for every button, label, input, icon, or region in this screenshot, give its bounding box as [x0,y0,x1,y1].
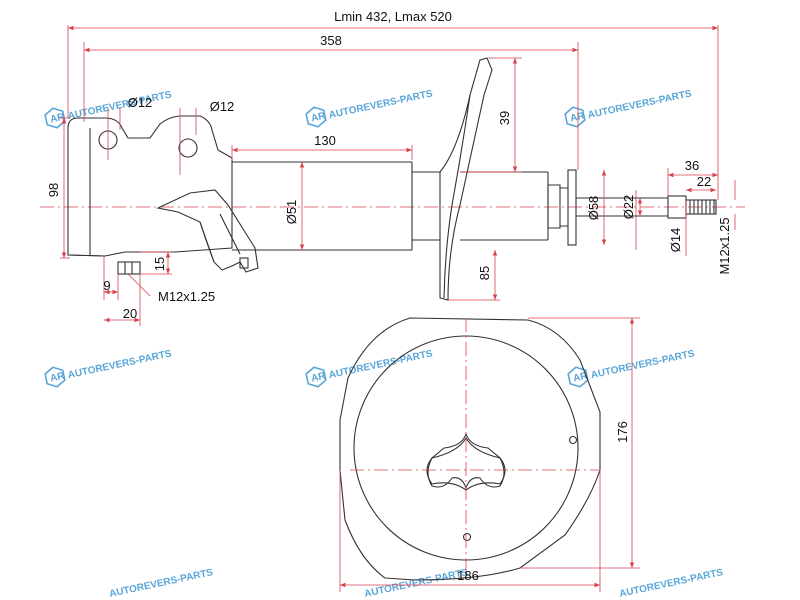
label-hole-2: Ø12 [210,99,235,114]
plate-stud-hole-2 [462,532,472,542]
label-overall-length: Lmin 432, Lmax 520 [334,9,452,24]
watermark-logo-icon [44,107,66,129]
strut-side-view [67,57,717,301]
watermark-9: AUTOREVERS-PARTS [618,567,724,600]
hose-clip-bracket [156,189,259,273]
top-plate-dimensions [339,317,640,592]
watermark-text: AUTOREVERS-PARTS [108,567,214,600]
label-hole-1: Ø12 [128,95,153,110]
dimension-labels: Lmin 432, Lmax 520 358 130 Ø12 Ø12 98 Ø5… [46,9,732,583]
watermark-logo-text: AR [49,370,66,384]
side-view-dimensions [60,25,736,326]
watermark-text: AUTOREVERS-PARTS [67,348,173,381]
watermark-logo-icon [564,106,586,128]
watermark-text: AUTOREVERS-PARTS [363,567,469,600]
top-cap-plate [567,169,577,246]
watermark-2: AR AUTOREVERS-PARTS [305,88,434,128]
label-36: 36 [685,158,699,173]
label-9: 9 [103,278,110,293]
mount-bracket-outline [67,115,233,257]
watermark-logo-text: AR [310,110,327,124]
watermark-logo-icon [44,366,66,388]
label-186: 186 [457,568,479,583]
watermark-text: AUTOREVERS-PARTS [328,88,434,121]
bracket-bottom [67,254,106,257]
top-plate-outer [339,317,601,581]
tube-cap [547,184,561,229]
label-358: 358 [320,33,342,48]
label-thread-diameter: Ø14 [668,228,683,253]
watermark-5: AR AUTOREVERS-PARTS [305,348,434,388]
label-176: 176 [615,421,630,443]
watermark-group: AR AUTOREVERS-PARTS AR AUTOREVERS-PARTS … [44,88,724,600]
watermark-text: AUTOREVERS-PARTS [618,567,724,600]
watermark-7: AUTOREVERS-PARTS [108,567,214,600]
clip-tab [239,257,249,269]
watermark-3: AR AUTOREVERS-PARTS [564,88,693,128]
label-cap-diameter: Ø58 [586,196,601,221]
label-body-diameter: Ø51 [284,200,299,225]
watermark-logo-icon [567,366,589,388]
watermark-text: AUTOREVERS-PARTS [328,348,434,381]
label-15: 15 [152,257,167,271]
flange-inner [443,94,471,299]
watermark-logo-icon [305,106,327,128]
watermark-4: AR AUTOREVERS-PARTS [44,348,173,388]
top-plate-view [339,317,601,581]
label-98: 98 [46,183,61,197]
label-130: 130 [314,133,336,148]
watermark-8: AUTOREVERS-PARTS [363,567,469,600]
label-20: 20 [123,306,137,321]
label-thread-top: M12x1.25 [717,217,732,274]
cap-neck [560,187,568,227]
label-rod-diameter: Ø22 [621,195,636,220]
label-22: 22 [697,174,711,189]
body-upper-section [412,171,440,241]
watermark-1: AR AUTOREVERS-PARTS [44,89,173,129]
plate-stud-hole-1 [568,435,578,445]
watermark-text: AUTOREVERS-PARTS [590,348,696,381]
label-39: 39 [497,111,512,125]
watermark-logo-text: AR [310,370,327,384]
spring-seat-flange [439,57,493,301]
bracket-bolt [117,261,141,275]
watermark-text: AUTOREVERS-PARTS [587,88,693,121]
mount-hole-2 [178,138,198,158]
stud-threads [689,200,715,214]
thread-leader [127,273,151,297]
watermark-logo-icon [305,366,327,388]
clip-edge-2 [219,213,241,255]
label-thread-bracket: M12x1.25 [158,289,215,304]
clip-edge [199,221,215,263]
label-85: 85 [477,266,492,280]
